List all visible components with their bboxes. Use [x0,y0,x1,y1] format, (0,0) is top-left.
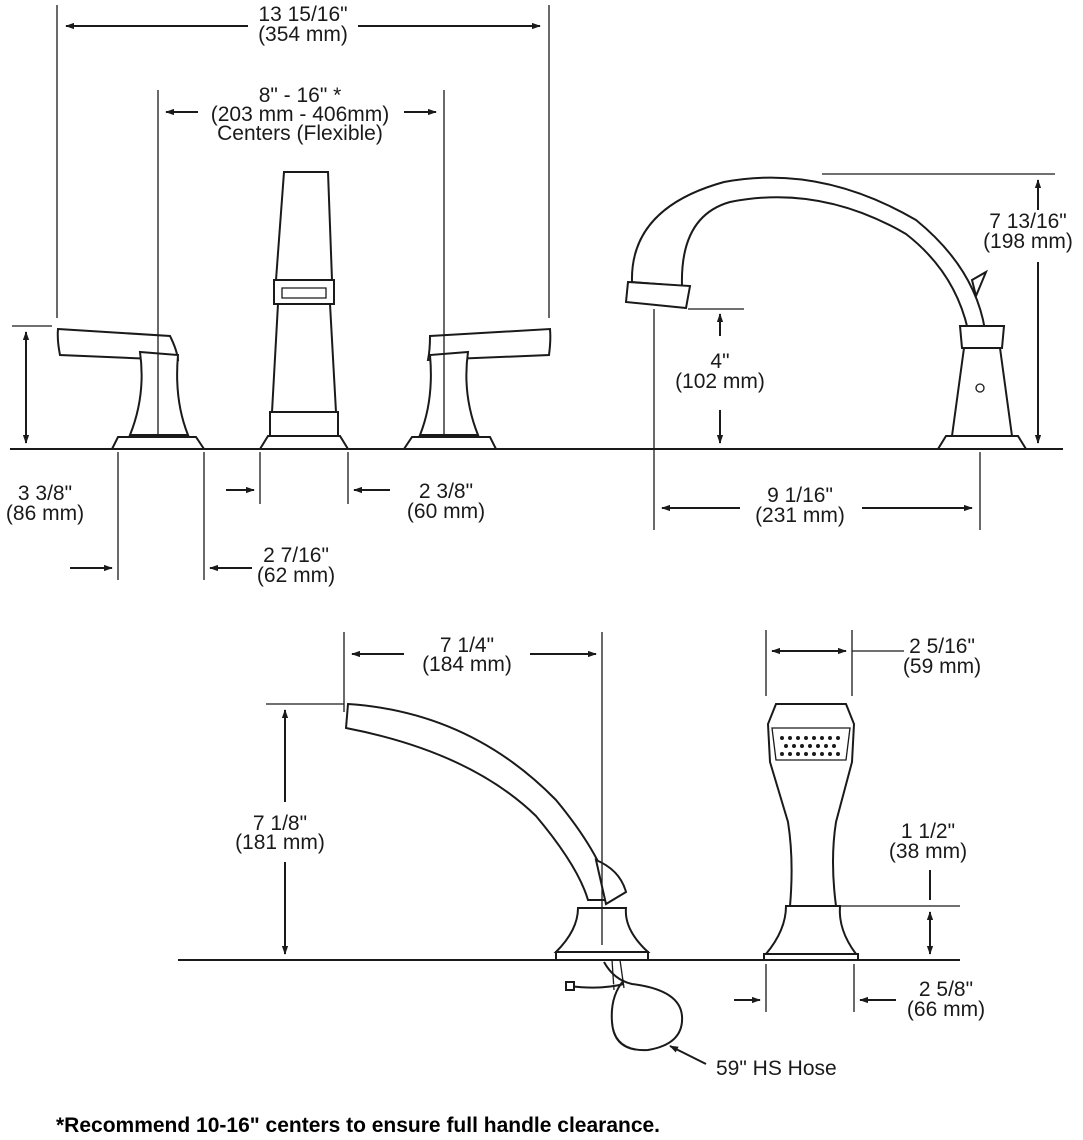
handshower-width-imperial: 2 5/16" [909,635,975,658]
spout-reach-metric: (231 mm) [755,504,845,527]
handshower-height-metric: (181 mm) [235,831,325,854]
holder-base-metric: (66 mm) [907,998,985,1021]
hose-label: 59" HS Hose [716,1057,837,1080]
handshower-front-drawing [763,703,859,961]
handshower-width-metric: (59 mm) [903,655,981,678]
holder-height-metric: (38 mm) [889,840,967,863]
handshower-reach-metric: (184 mm) [422,653,512,676]
overall-width-imperial: 13 15/16" [258,3,347,26]
center-spout-front-drawing [258,171,350,450]
overall-width-metric: (354 mm) [258,23,348,46]
holder-height-imperial: 1 1/2" [901,820,955,843]
dimension-lines-top [12,5,1055,580]
centers-note: Centers (Flexible) [217,122,383,145]
dimension-lines-bottom [266,630,960,1065]
handle-height-imperial: 3 3/8" [18,482,72,505]
handle-base-imperial: 2 7/16" [263,544,329,567]
handshower-height-imperial: 7 1/8" [253,812,307,835]
spout-base-metric: (60 mm) [407,500,485,523]
spout-height-imperial: 7 13/16" [989,210,1067,233]
handshower-side-drawing [344,702,684,1052]
centers-metric: (203 mm - 406mm) [211,103,390,126]
spout-reach-imperial: 9 1/16" [767,484,833,507]
left-handle-drawing [56,327,206,450]
handle-height-metric: (86 mm) [6,502,84,525]
spout-clearance-imperial: 4" [710,350,729,373]
right-handle-drawing [402,327,552,450]
footnote: *Recommend 10-16" centers to ensure full… [56,1114,660,1137]
holder-base-imperial: 2 5/8" [919,978,973,1001]
spout-base-imperial: 2 3/8" [419,480,473,503]
spout-clearance-metric: (102 mm) [675,370,765,393]
spout-side-profile-drawing [624,176,1028,450]
centers-imperial: 8" - 16" * [259,84,342,107]
spray-face-dots [780,736,840,756]
handshower-reach-imperial: 7 1/4" [440,634,494,657]
handle-base-metric: (62 mm) [257,564,335,587]
spout-height-metric: (198 mm) [983,230,1073,253]
